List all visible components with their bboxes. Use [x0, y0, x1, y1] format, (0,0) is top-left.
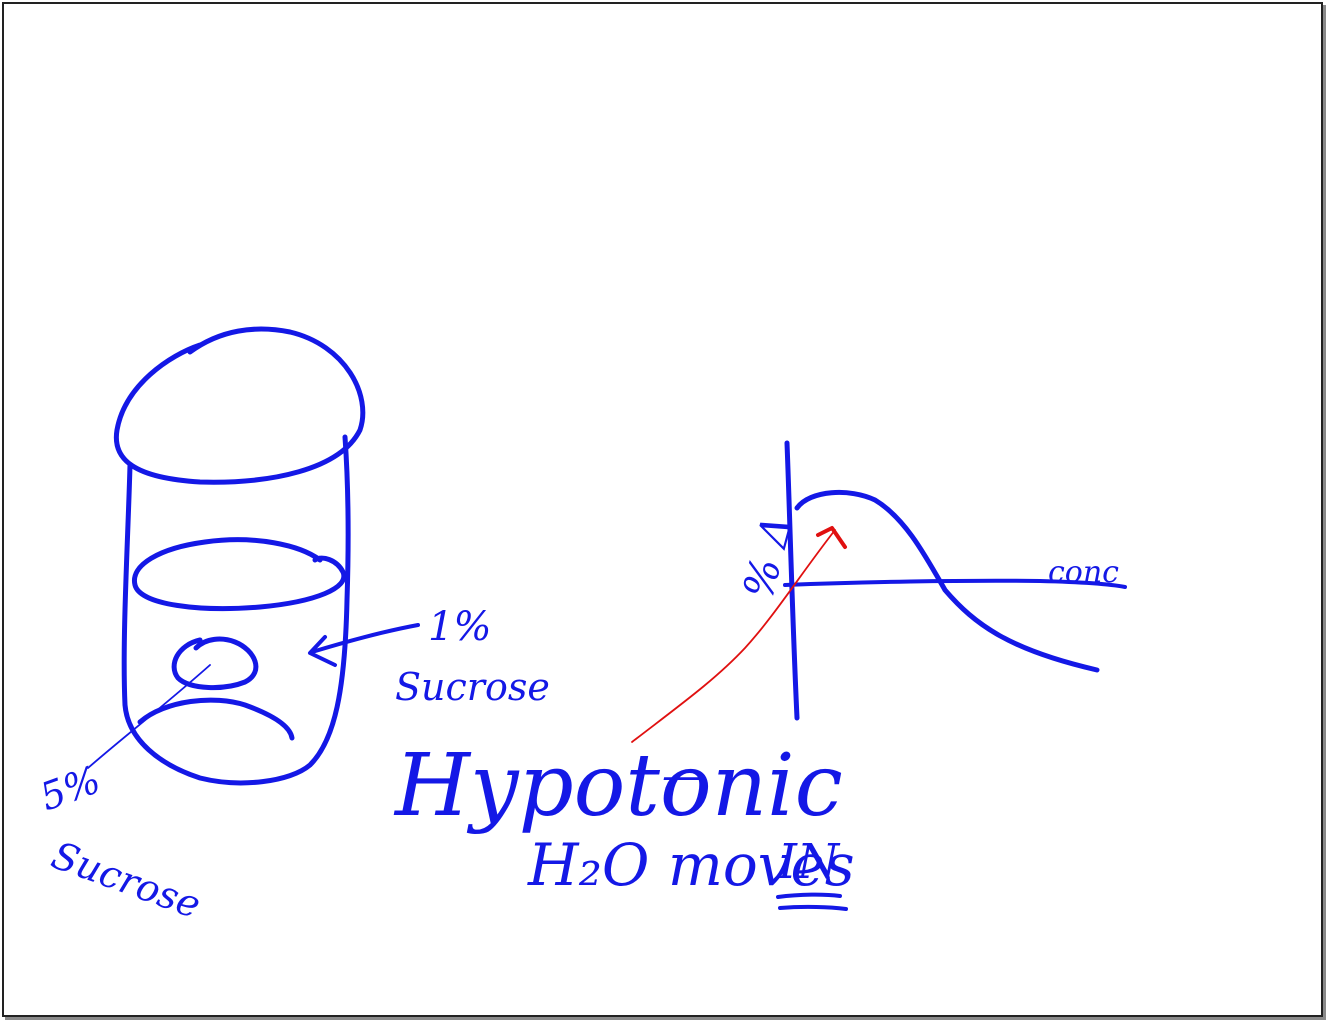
solution-surface: [131, 537, 347, 611]
red-arrow-head: [816, 526, 847, 549]
beaker-rim: [113, 326, 366, 485]
label-sucrose-inside: Sucrose: [46, 833, 207, 927]
label-water-moves: H₂O moves: [527, 831, 855, 899]
beaker-bottom-arc: [137, 697, 295, 741]
arrow-one-percent-head: [308, 635, 337, 667]
cell-bag: [171, 636, 259, 691]
beaker: [87, 326, 420, 786]
label-five-percent: 5%: [34, 757, 106, 819]
label-sucrose-outside: Sucrose: [395, 665, 550, 709]
label-dash: —: [662, 751, 704, 800]
in-underline: [776, 892, 848, 911]
label-hypotonic: Hypotonic: [393, 736, 843, 836]
graph-x-axis: [783, 578, 1127, 589]
label-conc: conc: [1048, 555, 1119, 590]
beaker-left-wall: [121, 434, 351, 786]
label-one-percent: 1%: [428, 604, 491, 650]
graph-curve: [794, 489, 1100, 673]
pointer-five-percent: [87, 664, 211, 769]
arrow-one-percent-shaft: [310, 623, 420, 654]
graph-y-axis: [784, 440, 800, 721]
red-arrow-shaft: [631, 529, 836, 743]
graph: [631, 440, 1127, 743]
label-in: IN: [777, 834, 841, 890]
